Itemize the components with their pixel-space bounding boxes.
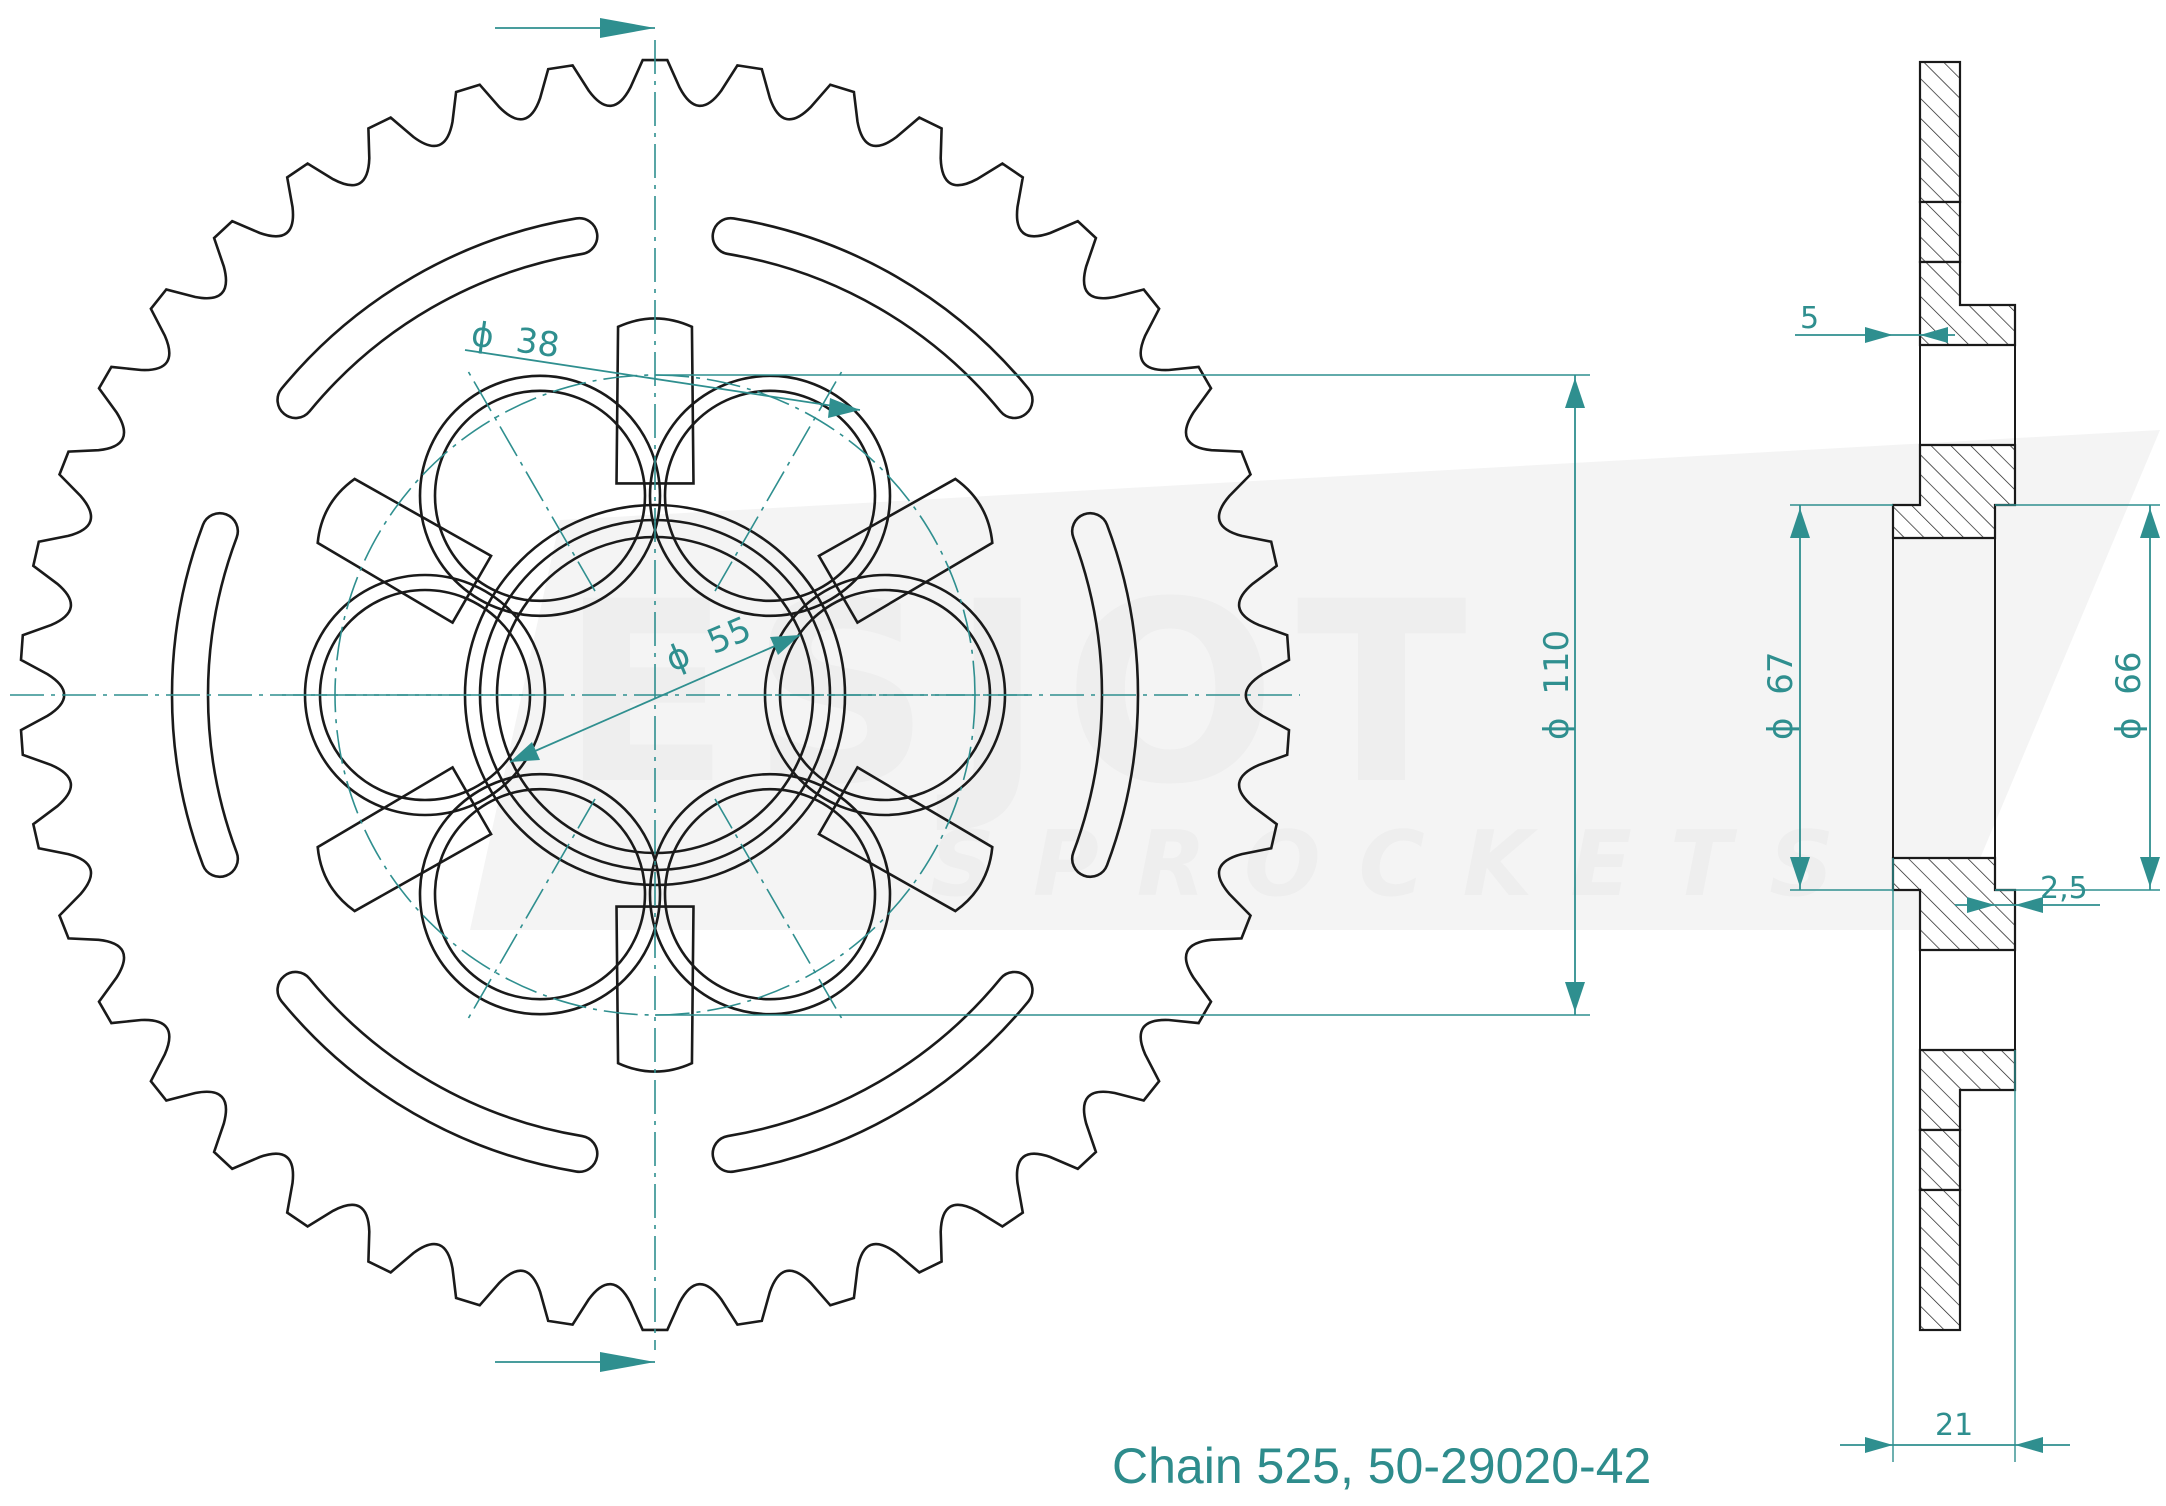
svg-text:ϕ 66: ϕ 66 <box>2109 651 2149 740</box>
hub-inner-diameter-value: 66 <box>2109 651 2149 694</box>
hub-bridge-cutout <box>316 477 493 625</box>
dimension-step: 2,5 <box>1955 871 2100 913</box>
dimension-hub-inner: ϕ 66 <box>1995 504 2160 891</box>
hub-bridge-cutout <box>316 765 493 913</box>
bolt-hole-diameter-value: 38 <box>514 321 562 367</box>
section-plate-top <box>1918 200 1962 264</box>
sprocket-outer-tooth-profile <box>19 58 1291 1332</box>
bolt-circle-diameter-symbol: ϕ <box>1537 718 1577 740</box>
lightening-slot <box>276 970 599 1174</box>
watermark-subline: SPROCKETS <box>930 812 1872 917</box>
lightening-slot <box>711 216 1034 420</box>
total-width-value: 21 <box>1935 1408 1973 1443</box>
sprocket-side-section-view <box>1891 60 2017 1332</box>
hub-bridge-cutout <box>817 477 994 625</box>
bolt-hole-boss <box>418 374 662 618</box>
hub-outer-diameter-symbol: ϕ <box>1761 718 1801 740</box>
bolt-hole <box>433 787 647 1001</box>
section-web-top <box>1919 344 2016 446</box>
bolt-hole-boss <box>648 772 892 1016</box>
bolt-hole-boss <box>418 772 662 1016</box>
section-tooth-bottom <box>1918 1188 1962 1332</box>
sprocket-hub-bridges <box>316 317 994 1073</box>
dimension-bolt-hole: ϕ 38 <box>464 314 861 418</box>
lightening-slot <box>170 511 240 879</box>
lightening-slot <box>276 216 599 420</box>
bolt-hole-centerline <box>714 798 846 1025</box>
bolt-hole-centerline <box>714 365 846 592</box>
bolt-hole <box>663 787 877 1001</box>
svg-text:ϕ 67: ϕ 67 <box>1761 651 1801 740</box>
hub-outer-diameter-value: 67 <box>1761 651 1801 694</box>
hub-inner-diameter-symbol: ϕ <box>2109 718 2149 740</box>
section-plate-bottom <box>1918 1128 1962 1192</box>
watermark: ESJOT SPROCKETS <box>470 430 2160 930</box>
bolt-hole-diameter-symbol: ϕ <box>469 314 497 357</box>
bolt-hole <box>433 389 647 603</box>
part-caption: Chain 525, 50-29020-42 <box>1112 1438 1651 1494</box>
section-arrow-bottom <box>600 1352 655 1372</box>
hub-bridge-cutout <box>817 765 994 913</box>
bolt-hole-boss <box>648 374 892 618</box>
section-arrow-top <box>600 18 655 38</box>
lightening-slot <box>711 970 1034 1174</box>
section-web-bottom <box>1919 949 2016 1051</box>
bolt-hole-centerline <box>464 798 596 1025</box>
section-tooth-top <box>1918 60 1962 204</box>
step-value: 2,5 <box>2040 871 2088 906</box>
dimension-plate-thickness: 5 <box>1795 301 1955 343</box>
sprocket-lightening-slots <box>170 216 1140 1174</box>
hub-bridge-cutout <box>615 317 695 485</box>
bolt-circle-diameter-value: 110 <box>1537 630 1577 695</box>
dimension-hub-outer: ϕ 67 <box>1761 504 1893 891</box>
bolt-hole <box>663 389 877 603</box>
bolt-hole-centerline <box>464 365 596 592</box>
svg-text:ϕ 38: ϕ 38 <box>469 314 562 366</box>
lightening-slot <box>1070 512 1140 878</box>
hub-bridge-cutout <box>615 905 695 1073</box>
dimension-bolt-circle: ϕ 110 <box>655 374 1590 1016</box>
plate-thickness-value: 5 <box>1800 301 1819 336</box>
svg-text:ϕ 110: ϕ 110 <box>1537 630 1577 740</box>
sprocket-front-view <box>10 18 1300 1372</box>
dimension-total-width: 21 <box>1840 858 2070 1462</box>
section-collar-bottom <box>1918 1048 2017 1132</box>
